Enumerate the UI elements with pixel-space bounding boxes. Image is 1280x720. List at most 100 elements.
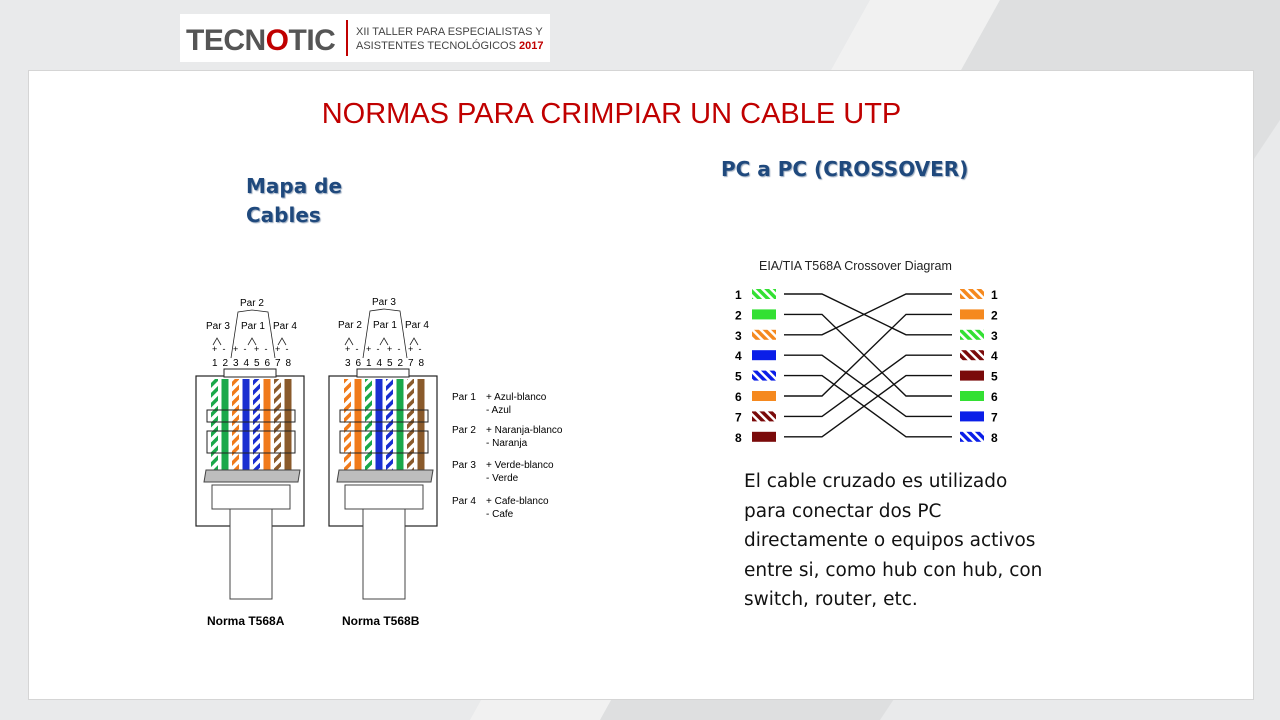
crossover-left-wire (752, 309, 776, 320)
crossover-right-wire (960, 391, 984, 401)
right-pin-label: 3 (345, 358, 351, 369)
legend-pair-3-minus: - Verde (486, 473, 519, 484)
right-pin-label: 5 (387, 358, 393, 369)
left-pin-sign: - (286, 344, 289, 354)
right-wire (375, 379, 383, 470)
crossover-right-wire (960, 329, 984, 340)
left-wire (274, 379, 281, 470)
right-pin-label: 1 (366, 358, 372, 369)
t568a-caption: Norma T568A (207, 614, 285, 628)
t568b-caption: Norma T568B (342, 614, 420, 628)
t568a-pair-left-label: Par 3 (206, 321, 230, 332)
left-pin-sign: - (223, 344, 226, 354)
right-pin-sign: - (356, 344, 359, 354)
legend-pair-4: Par 4 (452, 496, 476, 507)
legend-pair-1: Par 1 (452, 392, 476, 403)
crossover-right-pin: 7 (991, 410, 998, 424)
crossover-right-wire (960, 289, 984, 299)
crossover-right-pin: 5 (991, 370, 998, 384)
t568a-pair-right-label: Par 4 (273, 321, 297, 332)
right-wire (354, 379, 362, 470)
right-pin-label: 7 (408, 358, 414, 369)
crossover-heading: PC a PC (CROSSOVER) (721, 157, 969, 181)
left-wire (221, 379, 229, 470)
crossover-right-wire (960, 370, 984, 381)
right-wire (396, 379, 404, 470)
left-wire (284, 379, 292, 470)
crossover-right-wire (960, 431, 984, 442)
right-wire (344, 379, 351, 470)
left-pin-label: 3 (233, 358, 239, 369)
right-pin-sign: + (366, 344, 371, 354)
t568b-pair-top-label: Par 3 (372, 297, 396, 308)
left-pin-label: 1 (212, 358, 218, 369)
crossover-description: El cable cruzado es utilizado para conec… (744, 471, 1043, 610)
right-pin-sign: - (398, 344, 401, 354)
t568a-pair-top-label: Par 2 (240, 298, 264, 309)
crossover-right-wire (960, 350, 984, 361)
crossover-right-wire (960, 309, 984, 320)
crossover-line (784, 313, 952, 397)
crossover-left-pin: 3 (735, 329, 742, 343)
left-pin-label: 7 (275, 358, 281, 369)
crossover-left-pin: 7 (735, 410, 742, 424)
crossover-right-pin: 1 (991, 288, 998, 302)
legend-pair-4-minus: - Cafe (486, 509, 514, 520)
crossover-line (784, 374, 952, 438)
right-pin-sign: - (419, 344, 422, 354)
left-wire (253, 379, 260, 470)
legend-pair-2-minus: - Naranja (486, 438, 528, 449)
cable-map-heading: Mapa de Cables (246, 174, 343, 227)
left-wire (263, 379, 271, 470)
left-pin-sign: - (244, 344, 247, 354)
legend-pair-4-plus: + Cafe-blanco (486, 496, 549, 507)
right-pin-label: 8 (419, 358, 425, 369)
crossover-left-pin: 1 (735, 288, 742, 302)
t568b-pair-left-label: Par 2 (338, 320, 362, 331)
left-wire (232, 379, 239, 470)
crossover-right-pin: 8 (991, 431, 998, 445)
left-pin-label: 4 (244, 358, 250, 369)
crossover-left-wire (752, 329, 776, 340)
left-pin-label: 2 (223, 358, 229, 369)
t568b-pair-right-label: Par 4 (405, 320, 429, 331)
crossover-line (784, 354, 952, 418)
crossover-left-wire (752, 391, 776, 401)
t568b-pair-mid-label: Par 1 (373, 320, 397, 331)
crossover-right-pin: 2 (991, 308, 998, 322)
right-wire (386, 379, 393, 470)
left-pin-sign: + (275, 344, 280, 354)
logo-separator (346, 20, 348, 56)
crossover-left-pin: 2 (735, 308, 742, 322)
left-pin-sign: + (212, 344, 217, 354)
crossover-right-pin: 6 (991, 390, 998, 404)
right-pin-label: 2 (398, 358, 404, 369)
crossover-diagram: EIA/TIA T568A Crossover Diagram 12345678… (735, 259, 998, 445)
crossover-left-pin: 6 (735, 390, 742, 404)
crossover-left-wire (752, 370, 776, 381)
right-pin-label: 6 (356, 358, 362, 369)
crossover-line (784, 354, 952, 418)
left-pin-sign: + (254, 344, 259, 354)
right-pin-sign: + (408, 344, 413, 354)
left-wire (211, 379, 218, 470)
crossover-line (784, 374, 952, 438)
right-pin-sign: + (345, 344, 350, 354)
t568a-pair-mid-label: Par 1 (241, 321, 265, 332)
legend-pair-2-plus: + Naranja-blanco (486, 425, 563, 436)
crossover-left-pin: 8 (735, 431, 742, 445)
crossover-left-wire (752, 411, 776, 422)
right-wire (417, 379, 425, 470)
left-pin-sign: - (265, 344, 268, 354)
crossover-left-wire (752, 350, 776, 361)
crossover-left-pin: 5 (735, 370, 742, 384)
crossover-left-wire (752, 289, 776, 299)
crossover-left-wire (752, 431, 776, 442)
legend-pair-2: Par 2 (452, 425, 476, 436)
crossover-left-pin: 4 (735, 349, 742, 363)
legend-pair-1-minus: - Azul (486, 405, 511, 416)
right-wire (407, 379, 414, 470)
crossover-right-pin: 3 (991, 329, 998, 343)
